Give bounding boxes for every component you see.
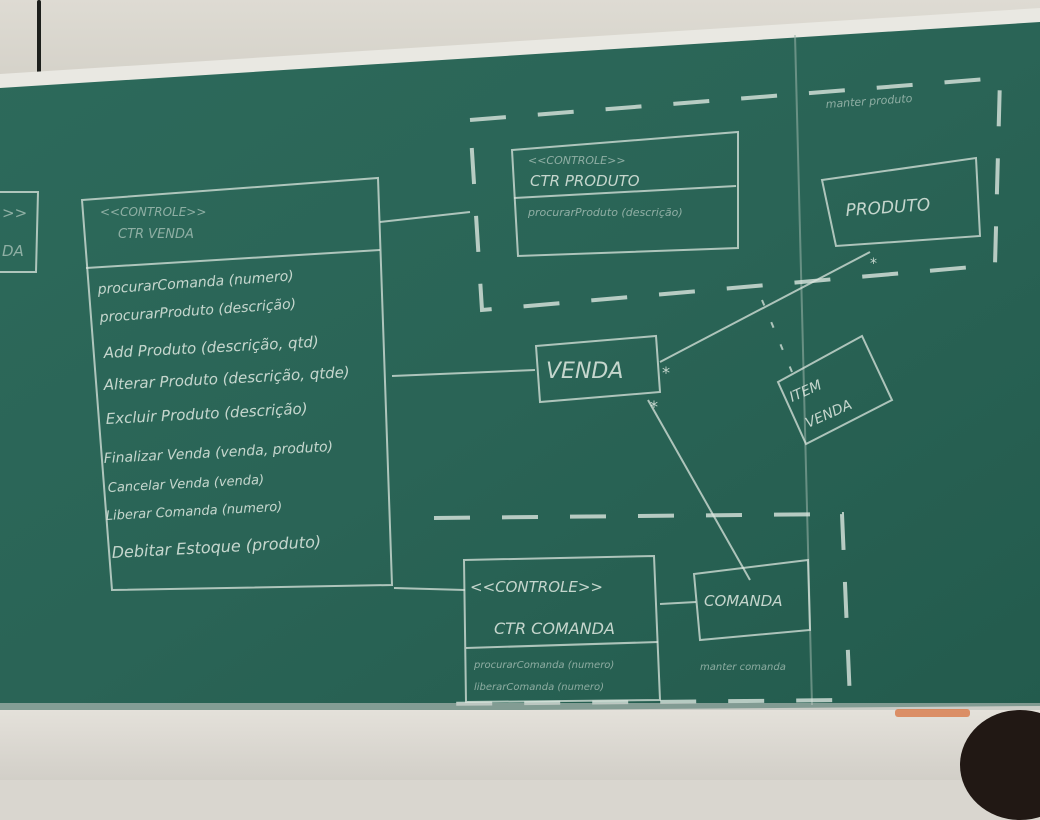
venda-multiplicity-right: * [662, 363, 670, 382]
comanda-package: <<CONTROLE>> CTR COMANDA procurarComanda… [433, 511, 853, 706]
hanging-cable [37, 0, 41, 135]
assoc-ctr-produto [379, 211, 471, 223]
manter-produto-label: manter produto [825, 92, 913, 111]
ctr-comanda-name: CTR COMANDA [494, 619, 615, 638]
ctr-venda-name: CTR VENDA [118, 227, 194, 242]
board-surface [0, 18, 1040, 714]
left-fragment-box: >> DA [0, 191, 40, 273]
assoc-ctr-comanda-entity [659, 601, 697, 605]
ctr-produto-stereotype: <<CONTROLE>> [528, 154, 626, 167]
wall-bottom [0, 710, 1040, 780]
ctr-comanda-method-2: liberarComanda (numero) [474, 682, 604, 693]
product-package: <<CONTROLE>> CTR PRODUTO procurarProduto… [467, 75, 1003, 313]
comanda-entity: COMANDA [704, 592, 783, 610]
manter-comanda-label: manter comanda [700, 662, 786, 673]
venda-multiplicity-down: * [650, 397, 658, 416]
assoc-comanda [393, 587, 466, 591]
ctr-comanda-stereotype: <<CONTROLE>> [470, 578, 603, 596]
venda-class: VENDA * * [534, 334, 670, 416]
produto-multiplicity: * [870, 256, 877, 272]
assoc-venda-comanda [647, 399, 751, 581]
left-fragment-line1: >> [2, 204, 27, 222]
left-fragment-line2: DA [2, 242, 24, 260]
ctr-produto-method: procurarProduto (descrição) [527, 206, 683, 219]
chalk-stick [895, 709, 970, 717]
ctr-produto-name: CTR PRODUTO [530, 172, 640, 190]
assoc-venda [391, 369, 536, 377]
ctr-comanda-method-1: procurarComanda (numero) [473, 660, 614, 671]
venda-label: VENDA [546, 359, 623, 384]
chalkboard: >> DA <<CONTROLE>> CTR VENDA procurarCom… [0, 8, 1040, 714]
assoc-venda-produto [659, 251, 871, 363]
board-top-frame [0, 8, 1040, 88]
ctr-venda-stereotype: <<CONTROLE>> [100, 205, 206, 219]
